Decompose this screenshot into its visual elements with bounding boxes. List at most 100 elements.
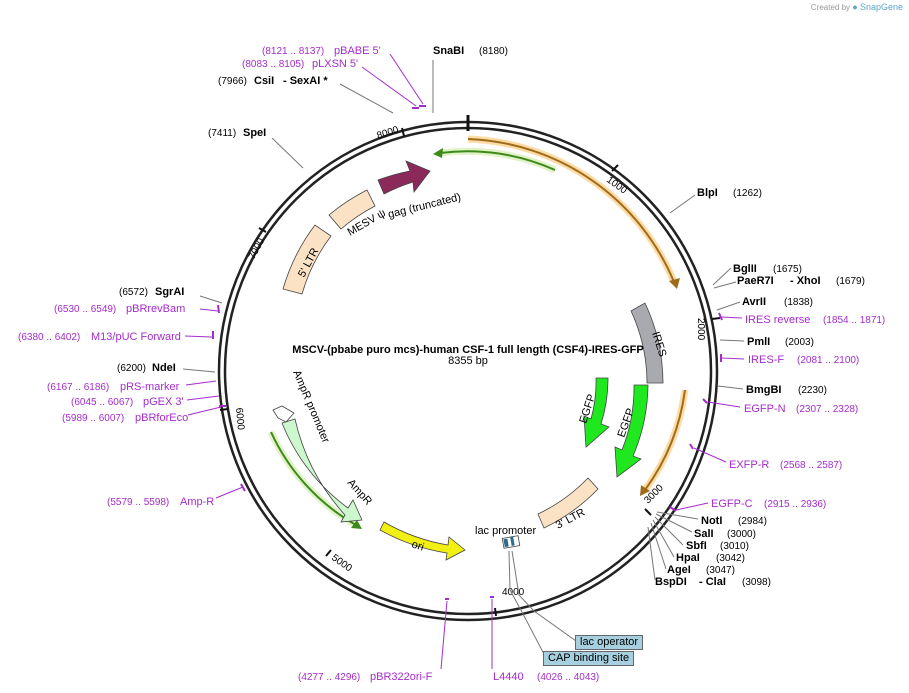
ndei-pos: (6200) — [117, 363, 146, 374]
egfpn-pos: (2307 .. 2328) — [796, 404, 858, 415]
iresf-pos: (2081 .. 2100) — [797, 355, 859, 366]
ori-feature[interactable] — [379, 521, 466, 561]
hpai-name: HpaI — [676, 552, 700, 564]
pbabe5-line — [389, 53, 424, 105]
egfpn-name: EGFP-N — [744, 403, 786, 415]
egfp-feature-1[interactable] — [583, 377, 610, 448]
egfpc-pos: (2915 .. 2936) — [764, 499, 826, 510]
sali-pos: (3000) — [727, 529, 756, 540]
agei-pos: (3047) — [706, 565, 735, 576]
pbrforeco-line — [187, 406, 222, 416]
csii-name: CsiI — [254, 75, 274, 87]
ltr5-feature[interactable] — [282, 224, 332, 295]
egfpn-line — [707, 401, 741, 408]
spei-name: SpeI — [243, 127, 266, 139]
ampr-promoter-feature[interactable] — [272, 405, 295, 423]
cap-binding-site-text: CAP binding site — [548, 652, 630, 664]
orf-arrow-top-green — [433, 147, 557, 174]
pgex3-pos: (6045 .. 6067) — [71, 397, 133, 408]
sbfi-pos: (3010) — [720, 541, 749, 552]
m13puc-name: M13/pUC Forward — [91, 331, 181, 343]
egfpc-mark — [669, 506, 677, 512]
prsmarker-line — [185, 380, 217, 386]
mesv-psi-feature[interactable] — [328, 189, 376, 230]
m13puc-line — [184, 335, 213, 338]
plasmid-size: 8355 bp — [448, 355, 488, 367]
ampr-primer-name: Amp-R — [180, 496, 214, 508]
l4440-pos: (4026 .. 4043) — [537, 672, 599, 683]
avrii-name: AvrII — [742, 296, 766, 308]
pbr322ori-pos: (4277 .. 4296) — [298, 672, 360, 683]
prsmarker-name: pRS-marker — [120, 381, 180, 393]
iresrev-pos: (1854 .. 1871) — [823, 315, 885, 326]
exfpr-line — [693, 447, 727, 463]
sgrai-pos: (6572) — [119, 287, 148, 298]
pmli-pos: (2003) — [785, 337, 814, 348]
brand-created-by: Created by — [810, 3, 851, 12]
agei-name: AgeI — [667, 564, 691, 576]
egfp-feature-2[interactable] — [614, 384, 649, 478]
gag-feature[interactable] — [377, 160, 431, 195]
tick-4000: 4000 — [502, 587, 525, 598]
snabi-name: SnaBI — [433, 45, 464, 57]
bglii-pos: (1675) — [773, 264, 802, 275]
paer7i-line — [713, 281, 737, 289]
bglii-line — [712, 267, 732, 286]
blpi-line — [669, 194, 696, 214]
ltr3-feature[interactable] — [537, 477, 599, 529]
sgrai-name: SgrAI — [155, 286, 184, 298]
bmgbi-name: BmgBI — [746, 384, 781, 396]
ori-label: ori — [410, 538, 425, 553]
spei-pos: (7411) — [208, 128, 236, 139]
exfpr-name: EXFP-R — [729, 459, 769, 471]
tick-6000: 6000 — [233, 407, 246, 431]
ndei-line — [182, 368, 216, 373]
orf-arrow-top-orange — [467, 135, 680, 289]
plxsn5-pos: (8083 .. 8105) — [242, 59, 304, 70]
cap-binding-site-tag: CAP binding site — [543, 651, 635, 666]
avrii-pos: (1838) — [784, 297, 813, 308]
pbrrevbam-line — [199, 308, 219, 312]
pbr322ori-name: pBR322ori-F — [370, 671, 433, 683]
m13puc-pos: (6380 .. 6402) — [18, 332, 80, 343]
sbfi-name: SbfI — [686, 540, 707, 552]
pbabe5-name: pBABE 5' — [334, 45, 381, 57]
iresf-line — [721, 357, 745, 360]
iresrev-name: IRES reverse — [745, 314, 810, 326]
plxsn5-name: pLXSN 5' — [312, 58, 358, 70]
pgex3-name: pGEX 3' — [143, 396, 184, 408]
lac-promoter-label: lac promoter — [475, 525, 536, 537]
noti-name: NotI — [701, 515, 722, 527]
pbr322ori-line — [440, 600, 448, 670]
plasmid-title: MSCV-(pbabe puro mcs)-human CSF-1 full l… — [292, 344, 643, 356]
egfpc-name: EGFP-C — [711, 498, 753, 510]
paer7i-extra: - XhoI — [790, 275, 821, 287]
bmgbi-pos: (2230) — [798, 385, 827, 396]
egfpc-line — [675, 502, 709, 511]
blpi-name: BlpI — [697, 187, 718, 199]
spei-line — [271, 137, 304, 169]
sgrai-line — [199, 295, 223, 304]
csii-pos: (7966) — [218, 76, 247, 87]
tick-2000: 2000 — [695, 318, 706, 341]
snapgene-logo-icon: ● — [852, 2, 858, 12]
pbrrevbam-mark — [217, 304, 220, 314]
lac-promoter-feature[interactable] — [501, 535, 521, 549]
avrii-line — [716, 301, 741, 311]
ampr-feature[interactable] — [281, 418, 363, 523]
pbrforeco-name: pBRforEco — [135, 412, 188, 424]
blpi-pos: (1262) — [733, 188, 762, 199]
cap-site-line — [508, 550, 546, 657]
snabi-pos: (8180) — [479, 46, 508, 57]
egfpn-mark — [702, 398, 708, 404]
iresf-name: IRES-F — [748, 354, 784, 366]
pbrrevbam-name: pBRrevBam — [126, 303, 185, 315]
csii-extra: - SexAI * — [283, 75, 328, 87]
l4440-name: L4440 — [493, 671, 524, 683]
ampr-primer-pos: (5579 .. 5598) — [107, 497, 169, 508]
pmli-name: PmlI — [747, 336, 770, 348]
ires-feature[interactable] — [630, 302, 664, 384]
noti-pos: (2984) — [738, 516, 767, 527]
exfpr-pos: (2568 .. 2587) — [780, 460, 842, 471]
